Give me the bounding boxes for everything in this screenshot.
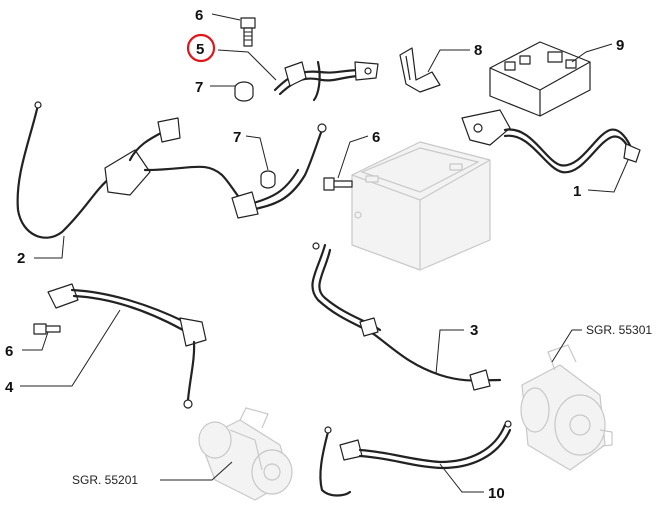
callout-10: 10 (488, 485, 505, 502)
bolt-top (240, 17, 256, 47)
reference-alternator: SGR. 55301 (586, 323, 652, 337)
callout-5: 5 (196, 41, 204, 58)
cap-mid (260, 170, 276, 189)
callout-6-top: 6 (195, 7, 203, 24)
callout-2: 2 (17, 250, 25, 267)
cable-4 (47, 283, 207, 409)
callout-7-mid: 7 (233, 129, 241, 146)
callout-3: 3 (470, 322, 478, 339)
bracket-8 (399, 47, 441, 93)
callout-7-top: 7 (195, 79, 203, 96)
cable-3 (311, 242, 502, 391)
callout-1: 1 (573, 183, 581, 200)
cable-10 (319, 420, 512, 497)
bolt-mid (323, 177, 353, 191)
reference-starter: SGR. 55201 (72, 473, 138, 487)
callout-9: 9 (616, 37, 624, 54)
callout-4: 4 (5, 379, 14, 396)
highlight-ring (186, 33, 216, 63)
callout-6-mid: 6 (372, 129, 380, 146)
alternator (520, 344, 613, 471)
cable-5 (273, 60, 379, 102)
leader-lines (20, 13, 629, 493)
callout-6-left: 6 (5, 343, 13, 360)
battery (351, 141, 491, 271)
fusebox-9 (489, 41, 591, 117)
bolt-left (33, 323, 61, 335)
cable-1 (461, 109, 641, 174)
starter-motor (198, 407, 293, 501)
callout-8: 8 (474, 42, 482, 59)
cable-2 (16, 101, 327, 239)
cap-top (234, 81, 254, 102)
